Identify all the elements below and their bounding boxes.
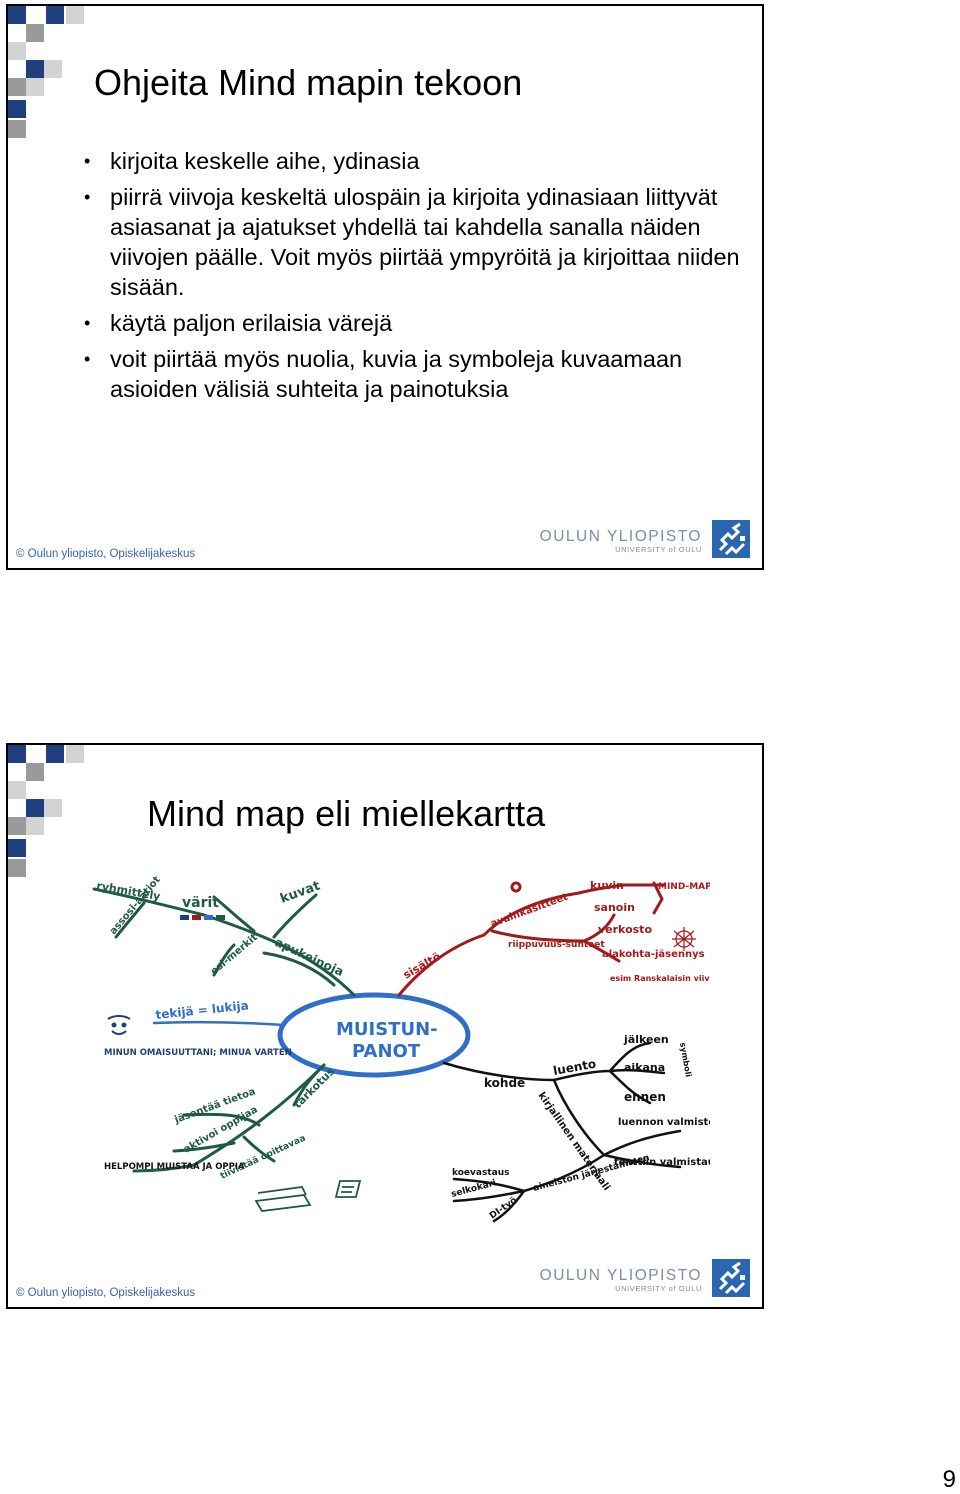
- logo-sub-text: UNIVERSITY of OULU: [615, 545, 702, 554]
- label-alakohta: alakohta-jäsennys: [602, 949, 705, 960]
- slide-title: Mind map eli miellekartta: [147, 793, 546, 834]
- label-esimerkit: esi-merkit: [209, 932, 260, 977]
- label-sanoin: sanoin: [594, 901, 635, 914]
- branch-lower-left: [132, 1063, 326, 1173]
- branch-upper-right: [397, 881, 666, 997]
- label-koevastaus: koevastaus: [452, 1168, 509, 1178]
- label-sisalto: sisältö: [401, 950, 443, 982]
- label-riippuvuussuhteet: riippuvuus-suhteet: [508, 940, 605, 950]
- books-icon: [254, 1180, 362, 1212]
- branch-lower-right: [442, 1041, 682, 1223]
- label-kohde: kohde: [484, 1076, 525, 1090]
- page-number: 9: [942, 1466, 956, 1493]
- bullet-list: kirjoita keskelle aihe, ydinasia piirrä …: [84, 146, 744, 410]
- logo-sub-text: UNIVERSITY of OULU: [615, 1284, 702, 1293]
- label-verkosto: verkosto: [598, 923, 652, 936]
- bullet-item: voit piirtää myös nuolia, kuvia ja symbo…: [84, 344, 744, 404]
- label-varit: värit: [182, 895, 219, 911]
- corner-squares-decoration: [8, 745, 84, 877]
- bullet-item: kirjoita keskelle aihe, ydinasia: [84, 146, 744, 176]
- copyright-footer: © Oulun yliopisto, Opiskelijakeskus: [16, 548, 196, 560]
- label-aikana: aikana: [624, 1061, 665, 1074]
- label-mindmap: MIND-MAP: [658, 882, 710, 892]
- label-esim: esim Ranskalaisin viivoin: [610, 974, 710, 983]
- label-tenttiin: tenttiin valmistautu-minen: [614, 1157, 710, 1168]
- color-dots-icon: [180, 915, 225, 920]
- logo-main-text: OULUN YLIOPISTO: [539, 1267, 702, 1284]
- label-ditya: DI-työ: [488, 1196, 519, 1222]
- slide-1: Ohjeita Mind mapin tekoon kirjoita keske…: [6, 4, 764, 570]
- center-label: MUISTUN-: [336, 1019, 438, 1040]
- mind-map-illustration: MUISTUN- PANOT ryhmittely assosi-aatiot …: [92, 875, 710, 1223]
- bullet-item: käytä paljon erilaisia värejä: [84, 308, 744, 338]
- university-logo-icon: [712, 520, 750, 558]
- center-label: PANOT: [352, 1041, 421, 1062]
- label-symboli: symboli: [678, 1042, 693, 1078]
- center-ellipse: [277, 992, 471, 1078]
- label-kuvin: kuvin: [590, 879, 624, 892]
- label-minun: MINUN OMAISUUTTANI; MINUA VARTEN: [104, 1048, 292, 1058]
- web-icon: [672, 927, 696, 951]
- label-tekija: tekijä = lukija: [155, 998, 250, 1022]
- label-luennon: luennon valmistelu: [618, 1117, 710, 1128]
- slide-2: Mind map eli miellekartta MUISTUN- PANOT…: [6, 743, 764, 1309]
- label-jalkeen: jälkeen: [623, 1033, 669, 1046]
- branch-left: [152, 1020, 286, 1027]
- bullet-item: piirrä viivoja keskeltä ulospäin ja kirj…: [84, 182, 744, 302]
- university-logo-text: OULUN YLIOPISTO UNIVERSITY of OULU: [540, 1267, 702, 1293]
- smiley-face-icon: [107, 1015, 131, 1035]
- label-avainkasitteet: avainkäsitteet: [489, 892, 569, 930]
- slide-title: Ohjeita Mind mapin tekoon: [94, 62, 523, 103]
- university-logo-icon: [712, 1259, 750, 1297]
- branch-upper-left: [92, 887, 356, 997]
- corner-squares-decoration: [8, 6, 84, 138]
- university-logo-text: OULUN YLIOPISTO UNIVERSITY of OULU: [540, 528, 702, 554]
- label-kuvat: kuvat: [278, 879, 322, 907]
- copyright-footer: © Oulun yliopisto, Opiskelijakeskus: [16, 1287, 196, 1299]
- label-helpompi: HELPOMPI MUISTAA JA OPPIA: [104, 1162, 245, 1172]
- logo-main-text: OULUN YLIOPISTO: [539, 528, 702, 545]
- label-ennen: ennen: [624, 1090, 666, 1104]
